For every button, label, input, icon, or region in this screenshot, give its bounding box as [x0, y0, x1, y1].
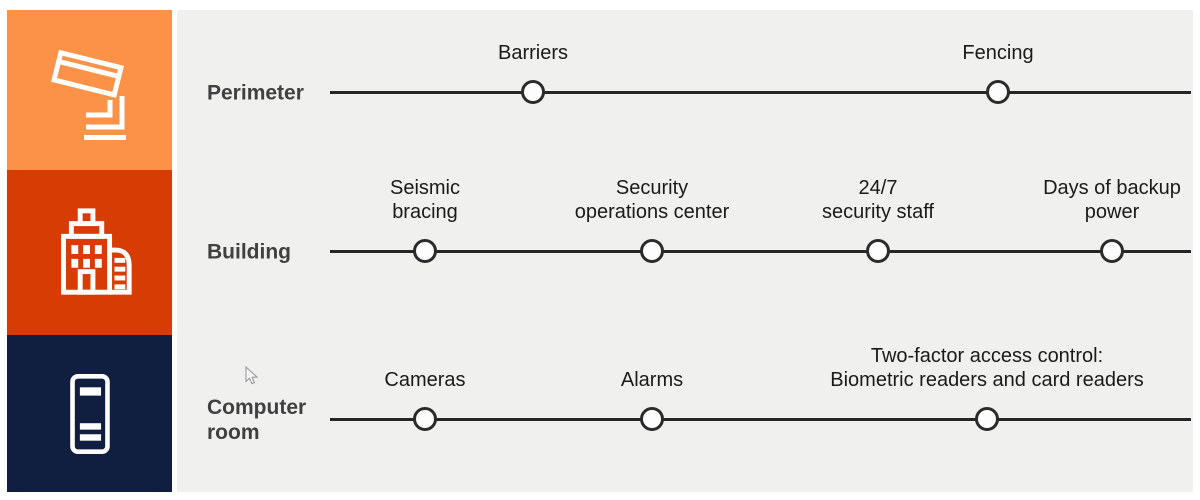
node-dot — [866, 239, 890, 263]
perimeter-tile — [7, 10, 172, 170]
node-label: Two-factor access control: Biometric rea… — [830, 345, 1144, 391]
node-dot — [413, 239, 437, 263]
node-dot — [975, 407, 999, 431]
node-label: Barriers — [497, 42, 568, 64]
node-dot — [413, 407, 437, 431]
node-dot — [640, 407, 664, 431]
building-icon — [41, 204, 139, 302]
mouse-cursor-icon — [244, 365, 260, 391]
node-label: 24/7 security staff — [822, 177, 934, 223]
node-label: Security operations center — [574, 177, 730, 223]
building-line — [330, 250, 1191, 253]
row-label-perimeter: Perimeter — [207, 81, 304, 105]
node-label: Days of backup power — [1043, 177, 1181, 223]
node-dot — [521, 80, 545, 104]
node-dot — [986, 80, 1010, 104]
computer-room-line — [330, 418, 1191, 421]
node-dot — [1100, 239, 1124, 263]
node-label: Seismic bracing — [389, 177, 460, 223]
row-label-building: Building — [207, 240, 291, 264]
perimeter-line — [330, 91, 1191, 94]
security-camera-icon — [40, 40, 140, 140]
server-icon — [44, 368, 136, 460]
row-label-computer-room: Computer room — [207, 396, 307, 444]
node-label: Alarms — [620, 369, 684, 391]
building-tile — [7, 170, 172, 335]
node-label: Cameras — [384, 369, 466, 391]
computer-room-tile — [7, 335, 172, 492]
node-dot — [640, 239, 664, 263]
node-label: Fencing — [962, 42, 1034, 64]
